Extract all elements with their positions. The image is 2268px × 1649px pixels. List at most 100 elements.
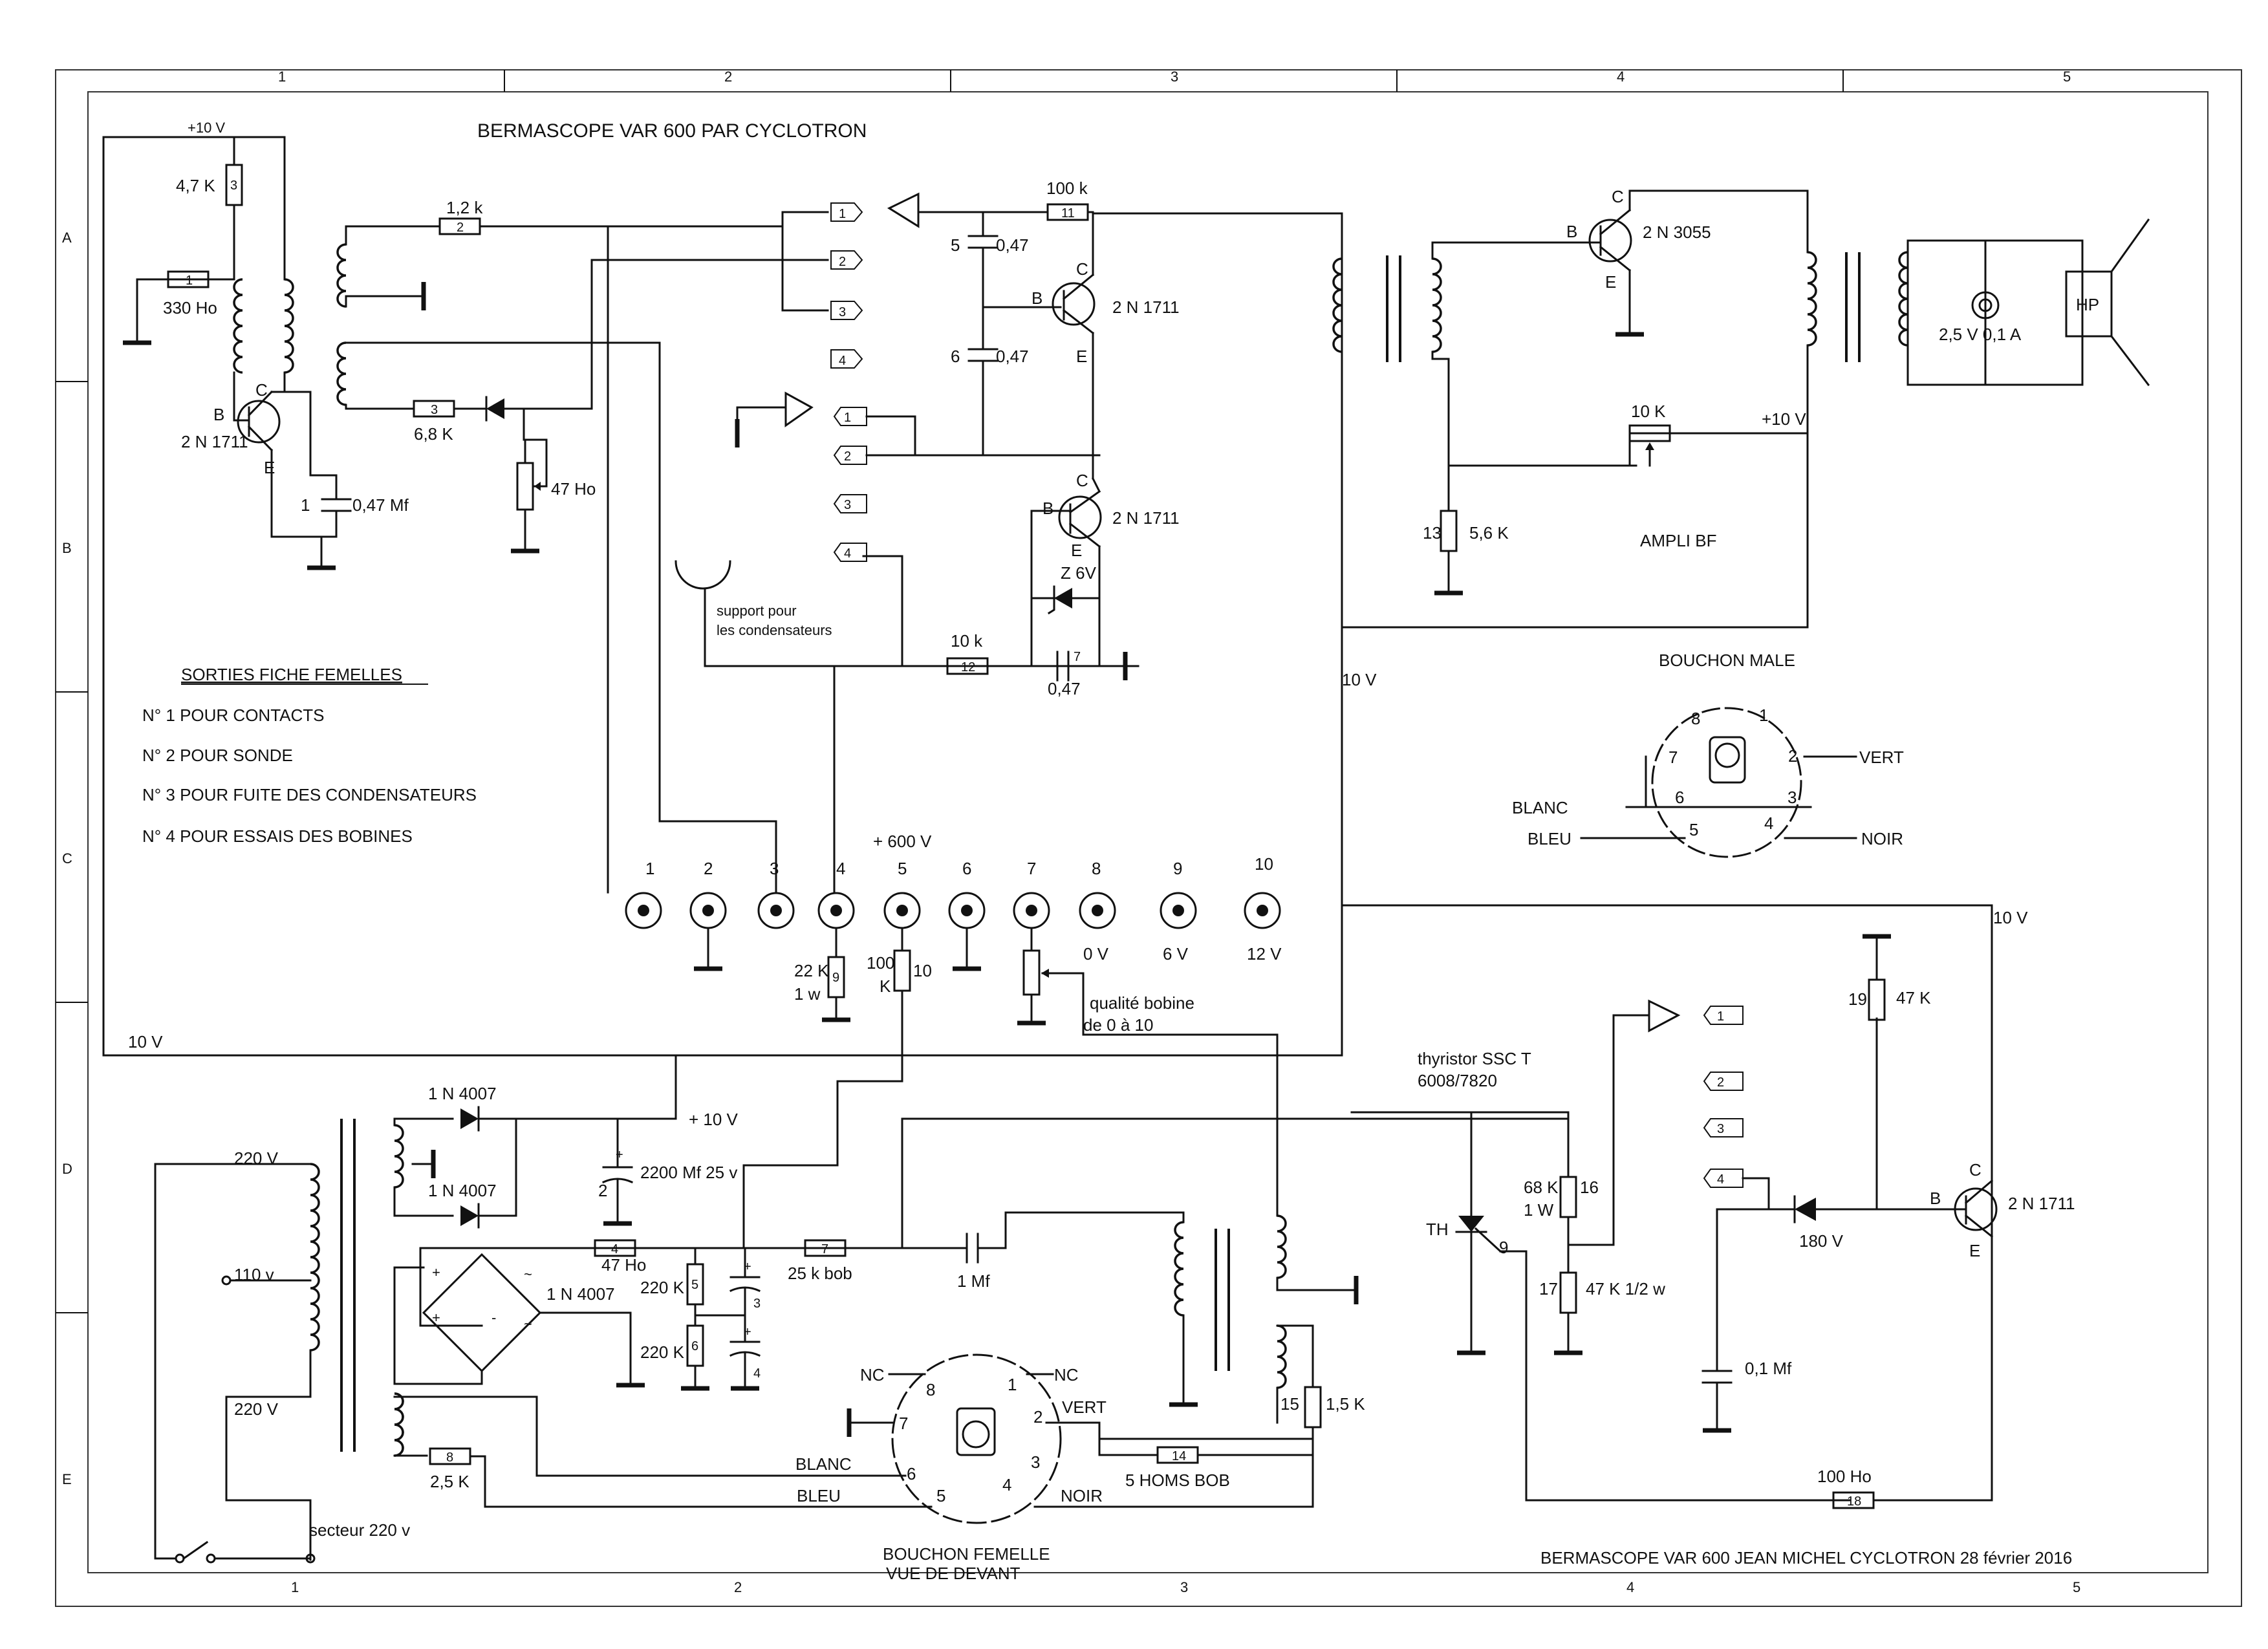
q-mid1-c: C	[1076, 259, 1088, 279]
jack-5	[883, 892, 921, 929]
r16-label-a: 68 K	[1524, 1178, 1559, 1197]
r15-label: 1,5 K	[1326, 1394, 1365, 1414]
q-amp-b: B	[1566, 222, 1577, 241]
q-mid2-type: 2 N 1711	[1112, 508, 1180, 528]
d1-label: 1 N 4007	[428, 1084, 497, 1103]
svg-text:-: -	[491, 1310, 496, 1326]
thyristor-label-2: 6008/7820	[1418, 1071, 1497, 1090]
r14-label: 5 HOMS BOB	[1125, 1471, 1230, 1490]
d3-label: 1 N 4007	[546, 1284, 615, 1304]
svg-text:3: 3	[431, 403, 438, 417]
bouchon-male: BOUCHON MALE 8 1 7 2 6 3 5 4 VERT NOIR B…	[1512, 651, 1904, 858]
q-osc-type: 2 N 1711	[181, 432, 248, 451]
grid-col-4-bottom: 4	[1626, 1579, 1634, 1595]
grid-col-2: 2	[724, 69, 732, 85]
footer-credit: BERMASCOPE VAR 600 JEAN MICHEL CYCLOTRON…	[1540, 1548, 2072, 1568]
ampli-section: 13 5,6 K C B E 2 N 3055 2,5 V 0,1 A HP	[1332, 187, 2150, 629]
lamp-label: 2,5 V 0,1 A	[1939, 325, 2022, 344]
psu-plus10-label: + 10 V	[689, 1110, 739, 1129]
female-wire-bleu: BLEU	[797, 1486, 841, 1505]
c4-number: 4	[753, 1366, 761, 1381]
male-pin-3: 3	[1787, 788, 1797, 807]
ampli-label: AMPLI BF	[1640, 531, 1716, 550]
r3-label: 4,7 K	[176, 176, 215, 195]
q-osc-c: C	[255, 380, 268, 400]
plug-2-a: 2	[839, 255, 846, 269]
resistor-r4	[594, 1239, 636, 1257]
drawing-frame	[55, 69, 2242, 1607]
diode-d1	[460, 1108, 479, 1129]
c1-label: 0,47 Mf	[352, 495, 409, 515]
qualite-label-2: de 0 à 10	[1083, 1015, 1153, 1035]
resistor-r17	[1559, 1271, 1577, 1314]
r17-number: 17	[1539, 1279, 1558, 1299]
female-wire-noir: NOIR	[1061, 1486, 1103, 1505]
legend-item-4: N° 4 POUR ESSAIS DES BOBINES	[142, 826, 413, 846]
grid-row-d: D	[62, 1161, 72, 1177]
female-pin-3: 3	[1031, 1452, 1040, 1472]
mains-110: 110 v	[234, 1265, 274, 1284]
thyristor-label-1: thyristor SSC T	[1418, 1049, 1531, 1068]
female-pin-7: 7	[899, 1414, 908, 1433]
svg-text:~: ~	[524, 1266, 532, 1282]
c7-label: 0,47	[1048, 679, 1081, 698]
male-wire-vert: VERT	[1859, 748, 1904, 767]
female-pin-6: 6	[907, 1464, 916, 1483]
grid-row-labels: A B C D E	[62, 230, 72, 1487]
jack-num-8: 8	[1092, 859, 1101, 878]
capacitor-support	[675, 560, 731, 590]
grid-col-3-bottom: 3	[1180, 1579, 1188, 1595]
outputs-legend: SORTIES FICHE FEMELLES N° 1 POUR CONTACT…	[142, 665, 477, 846]
grid-col-1: 1	[278, 69, 286, 85]
resistor-r1	[167, 270, 210, 288]
bouchon-femelle: 8 1 7 2 6 3 5 4 NC NC VERT 14 5 HOMS BOB…	[795, 1353, 1314, 1583]
q-amp-c: C	[1612, 187, 1624, 206]
r9-label-a: 22 K	[794, 961, 829, 980]
bouchon-femelle-label: BOUCHON FEMELLE	[883, 1544, 1050, 1564]
r10-number: 10	[913, 961, 932, 980]
r7-label: 25 k bob	[788, 1264, 852, 1283]
d180-label: 180 V	[1799, 1231, 1844, 1251]
jack-row: + 600 V 1 2 3 4 5 6 7 8 9 10 0 V 6 V 12 …	[625, 832, 1282, 1217]
speaker-label: HP	[2076, 295, 2099, 314]
jack-num-9: 9	[1173, 859, 1182, 878]
r10-label-b: K	[880, 976, 891, 996]
male-pin-7: 7	[1669, 748, 1678, 767]
q-thy-type: 2 N 1711	[2008, 1194, 2075, 1213]
page-title: BERMASCOPE VAR 600 PAR CYCLOTRON	[477, 120, 867, 142]
jack-2	[689, 892, 727, 929]
grid-row-e: E	[62, 1471, 72, 1487]
thyristor-section: 10 V thyristor SSC T 6008/7820 TH 9 68 K…	[1341, 904, 2075, 1509]
qualite-label-1: qualité bobine	[1090, 993, 1194, 1013]
grid-row-b: B	[62, 540, 72, 556]
jack-6	[948, 892, 986, 929]
r13-label: 5,6 K	[1469, 523, 1509, 543]
male-pin-4: 4	[1764, 814, 1773, 833]
jack-10	[1244, 892, 1281, 929]
male-pin-6: 6	[1675, 788, 1684, 807]
d2-label: 1 N 4007	[428, 1181, 497, 1200]
male-wire-blanc: BLANC	[1512, 798, 1568, 817]
r5-label: 220 K	[640, 1278, 685, 1297]
r11-label: 100 k	[1046, 178, 1088, 198]
grid-column-labels: 1 2 3 4 5 1 2 3 4 5	[278, 69, 2080, 1595]
jack-num-4: 4	[836, 859, 845, 878]
th-label: TH	[1426, 1220, 1449, 1239]
pot-47	[516, 462, 534, 511]
jack-num-10: 10	[1255, 854, 1273, 874]
female-nc-left: NC	[860, 1365, 885, 1385]
svg-text:7: 7	[821, 1242, 828, 1256]
thyristor-symbol	[1458, 1216, 1484, 1232]
male-pin-8: 8	[1691, 709, 1700, 728]
jack-num-7: 7	[1027, 859, 1036, 878]
mains-220-bottom: 220 V	[234, 1399, 279, 1419]
svg-text:12: 12	[961, 660, 975, 674]
r12-label: 10 k	[951, 631, 983, 651]
rail-label-plus10: +10 V	[188, 120, 225, 136]
jack-num-1: 1	[645, 859, 654, 878]
c7-number: 7	[1074, 650, 1081, 664]
resistor-r15	[1304, 1386, 1322, 1428]
resistor-r10	[893, 949, 911, 992]
plug-3-b: 3	[844, 498, 851, 512]
zener-diode	[1054, 588, 1072, 609]
